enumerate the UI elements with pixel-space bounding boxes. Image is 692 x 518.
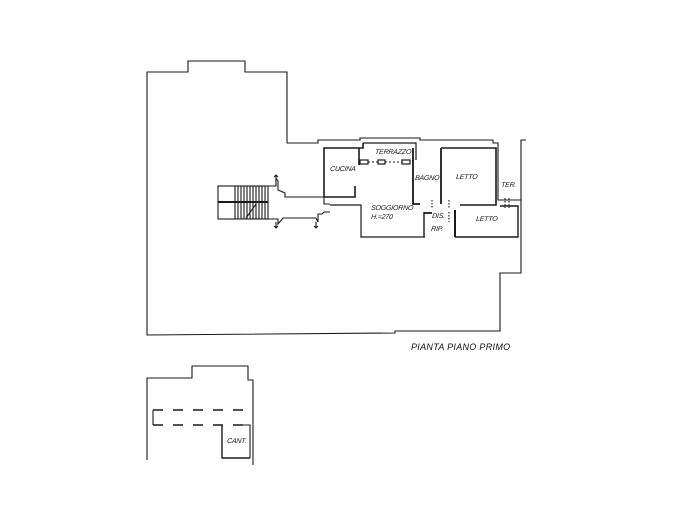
building-outline [146, 60, 522, 336]
room-label-letto-2: LETTO [475, 216, 498, 223]
lower-plan-outline [146, 365, 254, 465]
room-label-soggiorno-height: H.=270 [370, 214, 393, 221]
staircase [217, 185, 269, 220]
room-label-cucina: CUCINA [329, 166, 357, 173]
apartment-walls [323, 142, 519, 238]
drawing-title: PIANTA PIANO PRIMO [411, 342, 511, 352]
room-label-disimpegno: DIS. [431, 213, 446, 220]
room-label-terrazzino: TER. [500, 182, 517, 189]
corridor [268, 177, 330, 205]
room-label-bagno: BAGNO [414, 175, 440, 182]
room-label-terrazzo: TERRAZZO [374, 149, 412, 156]
room-label-soggiorno: SOGGIORNO [370, 205, 414, 212]
room-label-ripostiglio: RIP. [430, 226, 444, 233]
room-label-letto-1: LETTO [455, 174, 478, 181]
room-label-cantina: CANT. [226, 438, 247, 445]
